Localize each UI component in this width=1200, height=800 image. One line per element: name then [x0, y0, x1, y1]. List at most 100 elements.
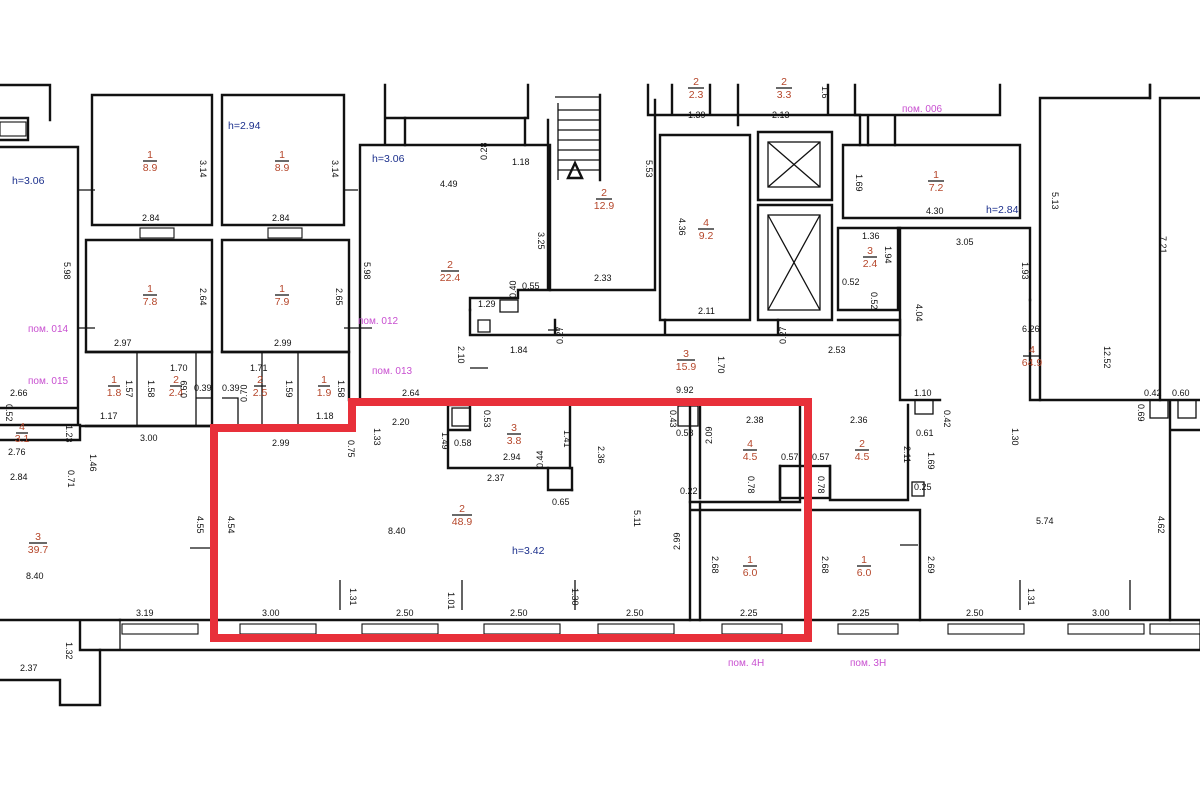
dimension: 0.27 — [778, 326, 788, 344]
room-number: 4 — [747, 438, 753, 450]
room-number: 2 — [459, 503, 465, 515]
dimension: 2.76 — [8, 447, 26, 457]
dimension: 0.40 — [508, 280, 518, 298]
room-area: 6.0 — [743, 567, 758, 579]
dimension: 0.78 — [816, 476, 826, 494]
dimension: 2.84 — [10, 472, 28, 482]
dimension: 2.36 — [596, 446, 606, 464]
dimension: 2.68 — [710, 556, 720, 574]
dimension: 8.40 — [388, 526, 406, 536]
dimension: 1.58 — [146, 380, 156, 398]
room-area: 7.9 — [275, 296, 290, 308]
dimension: 1.93 — [1020, 262, 1030, 280]
dimension: 1.17 — [100, 411, 118, 421]
room-number: 2 — [257, 374, 263, 386]
room-code: пом. 015 — [28, 376, 69, 387]
room-area: 8.9 — [143, 162, 158, 174]
room-number: 2 — [693, 76, 699, 88]
dimension: 2.94 — [503, 452, 521, 462]
labels: 1 8.9 1 8.9 1 7.8 1 7.9 1 1.8 2 2.4 2 2.… — [4, 76, 1190, 673]
dimension: 1.46 — [88, 454, 98, 472]
dimension: 5.98 — [362, 262, 372, 280]
dimension: 2.25 — [740, 608, 758, 618]
dimension: 2.50 — [510, 608, 528, 618]
dimension: 3.00 — [1092, 608, 1110, 618]
room-code: пом. 012 — [358, 316, 399, 327]
dimension: 2.11 — [698, 306, 715, 316]
fraction-bars — [16, 87, 1041, 567]
dimension: 0.55 — [522, 281, 540, 291]
room-code: пом. 014 — [28, 324, 69, 335]
room-number: 1 — [933, 169, 939, 181]
room-area: 7.2 — [929, 182, 944, 194]
dimension: 1.10 — [914, 388, 932, 398]
dimension: 0.52 — [869, 292, 879, 310]
dimension: 2.11 — [902, 446, 912, 463]
dimension: 1.71 — [250, 363, 268, 373]
room-number: 1 — [321, 374, 327, 386]
room-number: 2 — [173, 374, 179, 386]
dimension: 0.22 — [680, 486, 698, 496]
dimension: 2.13 — [772, 110, 790, 120]
dimension: 1.41 — [562, 430, 572, 448]
room-area: 3.8 — [507, 435, 522, 447]
dimension: 4.36 — [677, 218, 687, 236]
dimension: 2.37 — [487, 473, 505, 483]
dimension: 2.97 — [114, 338, 132, 348]
dimension: 0.39 — [222, 383, 240, 393]
room-area: 1.9 — [317, 387, 332, 399]
room-number: 1 — [747, 554, 753, 566]
dimension: 5.13 — [1050, 192, 1060, 210]
dimension: 9.92 — [676, 385, 694, 395]
dimension: 1.84 — [510, 345, 528, 355]
room-area: 7.8 — [143, 296, 158, 308]
ticks — [78, 189, 1131, 610]
room-code: пом. 3Н — [850, 658, 886, 669]
room-area: 8.9 — [275, 162, 290, 174]
dimension: 2.99 — [672, 532, 682, 550]
dimension: 0.71 — [66, 470, 76, 488]
dimension: 1.70 — [170, 363, 188, 373]
room-area: 4.5 — [855, 451, 870, 463]
dimension: 2.69 — [926, 556, 936, 574]
dimension: 1.69 — [854, 174, 864, 192]
dimension: 1.31 — [348, 588, 358, 606]
dimension: 1.31 — [1026, 588, 1036, 606]
room-area: 6.0 — [857, 567, 872, 579]
room-number: 1 — [111, 374, 117, 386]
dimension: 0.69 — [179, 380, 189, 398]
room-area: 64.9 — [1022, 357, 1043, 369]
dimension: 0.43 — [668, 410, 678, 428]
room-number: 2 — [601, 187, 607, 199]
dimension: 0.75 — [346, 440, 356, 458]
room-area: 1.8 — [107, 387, 122, 399]
dimension: 1.94 — [883, 246, 893, 264]
dimension: 0.60 — [1172, 388, 1190, 398]
dimension: 3.25 — [536, 232, 546, 250]
room-number: 1 — [279, 283, 285, 295]
dimension: 4.62 — [1156, 516, 1166, 534]
room-number: 3 — [35, 531, 41, 543]
ceiling-height: h=3.06 — [12, 175, 45, 187]
room-number: 4 — [19, 421, 25, 433]
room-area: 2.5 — [253, 387, 268, 399]
dimension: 0.58 — [454, 438, 472, 448]
room-area: 15.9 — [676, 361, 697, 373]
room-area: 22.4 — [440, 272, 461, 284]
dimension: 2.68 — [820, 556, 830, 574]
room-number: 2 — [781, 76, 787, 88]
dimension: 1.18 — [316, 411, 334, 421]
dimension: 6.26 — [1022, 324, 1040, 334]
dimension: 1.23 — [64, 425, 74, 443]
dimension: 1.58 — [336, 380, 346, 398]
room-number: 3 — [683, 348, 689, 360]
dimension: 1.32 — [64, 642, 74, 660]
dimension: 1.30 — [570, 588, 580, 606]
dimension: 3.19 — [136, 608, 154, 618]
dimension: 3.14 — [198, 160, 208, 178]
room-number: 1 — [147, 149, 153, 161]
room-area: 39.7 — [28, 544, 49, 556]
dimension: 1.70 — [716, 356, 726, 374]
dimension: 2.09 — [704, 426, 714, 444]
